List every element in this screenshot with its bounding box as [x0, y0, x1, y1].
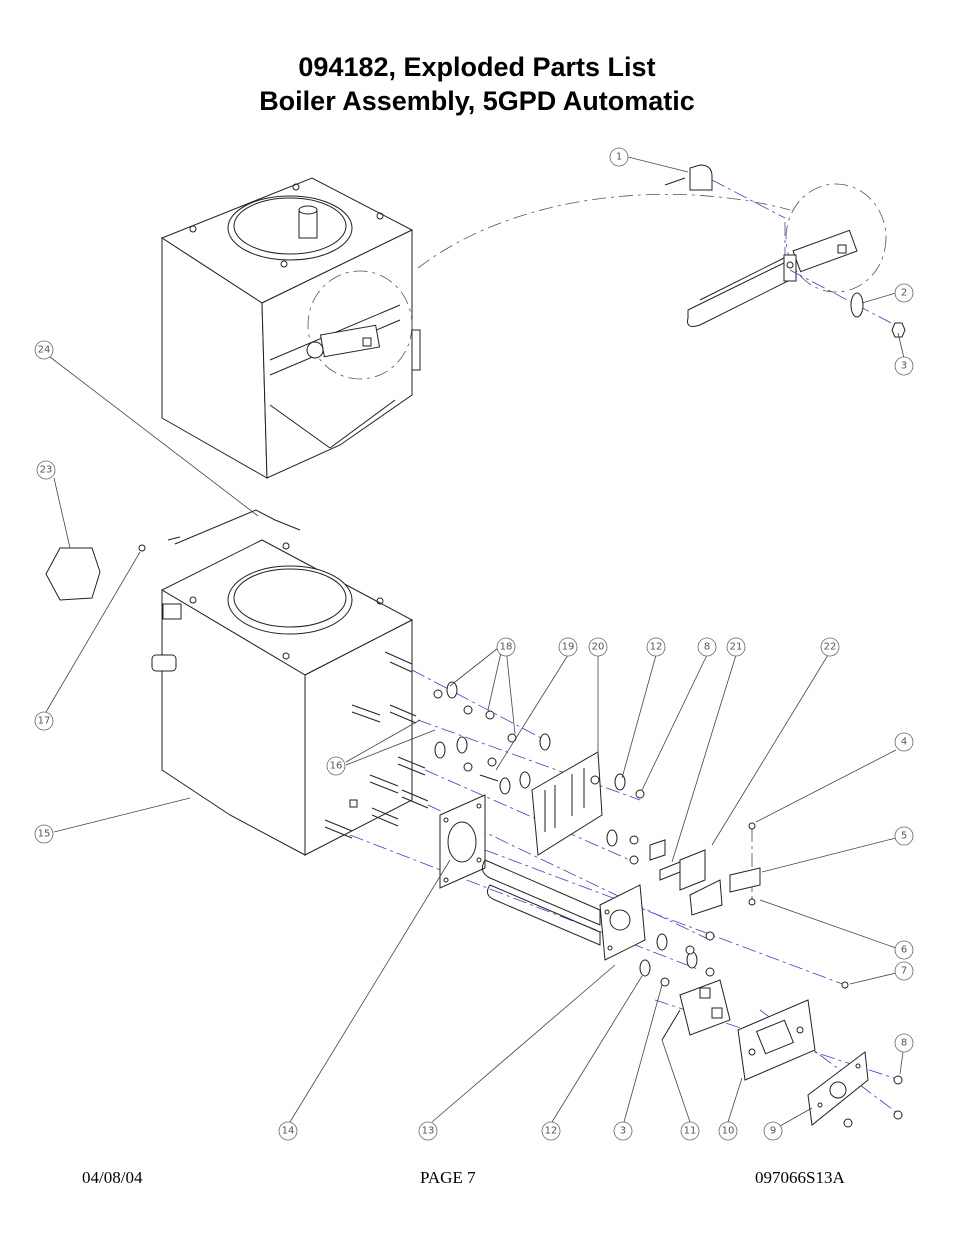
thermostat-body	[661, 979, 731, 1041]
callout-1: 1	[609, 147, 629, 167]
page-title-line-2: Boiler Assembly, 5GPD Automatic	[259, 86, 695, 116]
svg-text:15: 15	[38, 829, 51, 840]
bracket-plate	[531, 751, 603, 856]
callout-12-top: 12	[646, 637, 666, 657]
back-gasket	[807, 1051, 869, 1126]
callout-17: 17	[34, 711, 54, 731]
svg-text:24: 24	[38, 345, 51, 356]
heater-element-detail	[664, 164, 906, 338]
svg-text:8: 8	[901, 1038, 907, 1049]
callout-8-top: 8	[697, 637, 717, 657]
svg-text:1: 1	[616, 152, 622, 163]
callout-22: 22	[820, 637, 840, 657]
callout-7: 7	[894, 961, 914, 981]
svg-text:8: 8	[704, 642, 710, 653]
footer-page-number: PAGE 7	[420, 1168, 476, 1187]
callout-3: 3	[894, 356, 914, 376]
heater-element	[481, 859, 646, 961]
svg-text:3: 3	[620, 1126, 626, 1137]
leader-lines	[45, 156, 905, 1127]
svg-text:17: 17	[38, 716, 51, 727]
svg-text:6: 6	[901, 945, 907, 956]
callout-18: 18	[496, 637, 516, 657]
svg-text:2: 2	[901, 288, 907, 299]
callout-8-bottom: 8	[894, 1033, 914, 1053]
callout-24: 24	[34, 340, 54, 360]
callout-21: 21	[726, 637, 746, 657]
svg-text:12: 12	[545, 1126, 558, 1137]
callout-12-bottom: 12	[541, 1121, 561, 1141]
svg-text:16: 16	[330, 761, 343, 772]
svg-text:23: 23	[40, 465, 53, 476]
mounting-studs	[324, 651, 429, 839]
svg-text:4: 4	[901, 737, 907, 748]
callout-23: 23	[36, 460, 56, 480]
cover-plate	[737, 999, 816, 1081]
svg-text:21: 21	[730, 642, 743, 653]
page-title-line-1: 094182, Exploded Parts List	[298, 52, 656, 82]
svg-text:5: 5	[901, 831, 907, 842]
upper-boiler-assembly	[160, 177, 421, 479]
svg-text:10: 10	[722, 1126, 735, 1137]
callout-4: 4	[894, 732, 914, 752]
callout-9: 9	[763, 1121, 783, 1141]
callout-16: 16	[326, 756, 346, 776]
callout-13: 13	[418, 1121, 438, 1141]
svg-text:20: 20	[592, 642, 605, 653]
svg-text:3: 3	[901, 361, 907, 372]
gasket-plate	[439, 794, 486, 889]
svg-text:14: 14	[282, 1126, 295, 1137]
callout-15: 15	[34, 824, 54, 844]
thermostat-switch-parts	[649, 839, 761, 916]
callout-2: 2	[894, 283, 914, 303]
footer-document-number: 097066S13A	[755, 1168, 845, 1187]
svg-text:7: 7	[901, 966, 907, 977]
callout-6: 6	[894, 940, 914, 960]
svg-text:19: 19	[562, 642, 575, 653]
callout-5: 5	[894, 826, 914, 846]
lower-boiler-tank	[45, 509, 414, 856]
svg-text:11: 11	[684, 1126, 697, 1137]
callout-14: 14	[278, 1121, 298, 1141]
callout-10: 10	[718, 1121, 738, 1141]
svg-text:9: 9	[770, 1126, 776, 1137]
svg-text:22: 22	[824, 642, 837, 653]
washers-and-nuts	[433, 681, 903, 1128]
callout-11: 11	[680, 1121, 700, 1141]
callout-19: 19	[558, 637, 578, 657]
svg-text:18: 18	[500, 642, 513, 653]
svg-text:12: 12	[650, 642, 663, 653]
callout-3-bottom: 3	[613, 1121, 633, 1141]
footer-date: 04/08/04	[82, 1168, 143, 1187]
callout-20: 20	[588, 637, 608, 657]
svg-text:13: 13	[422, 1126, 435, 1137]
